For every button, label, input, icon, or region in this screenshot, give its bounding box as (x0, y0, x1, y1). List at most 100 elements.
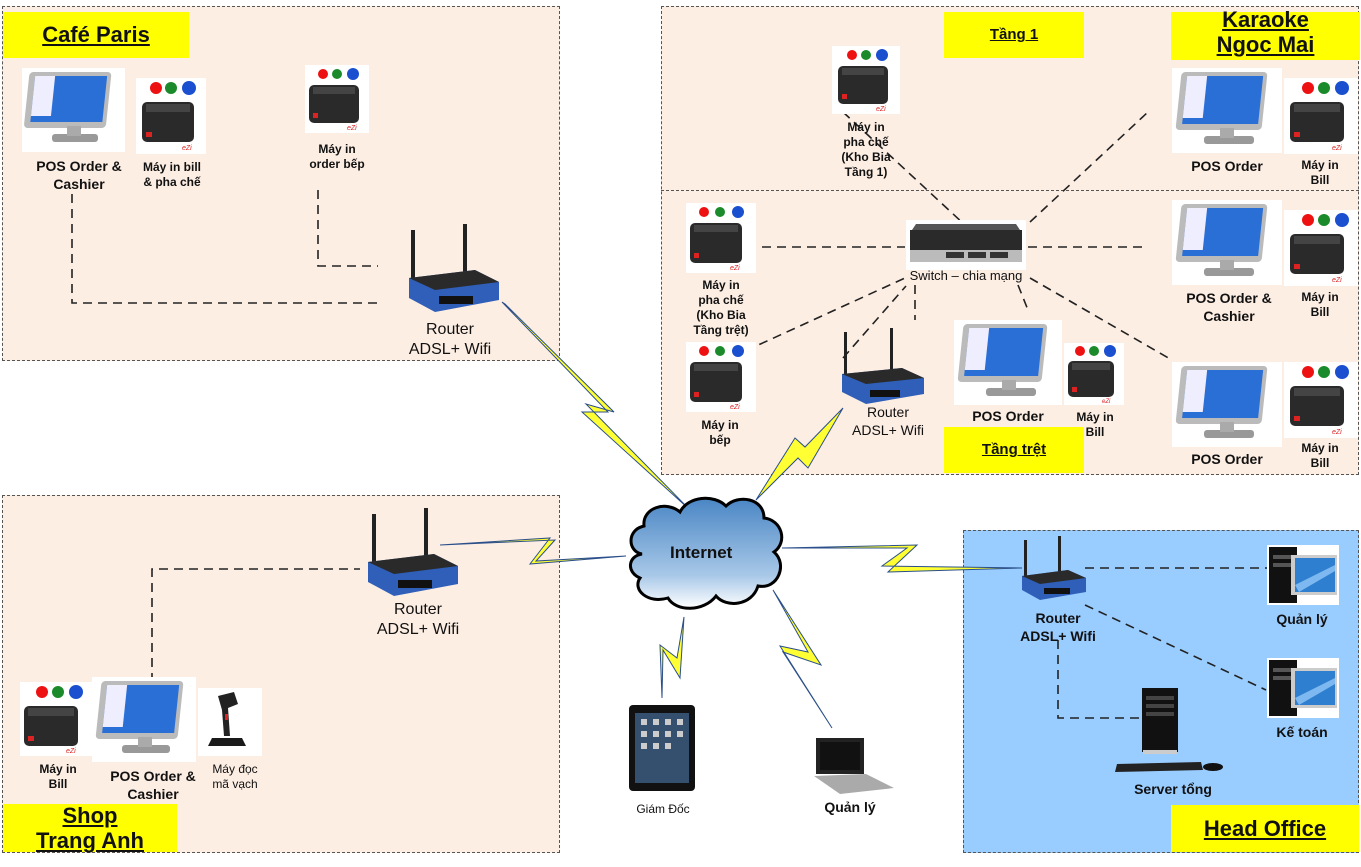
label-line: POS Order & (1186, 290, 1272, 306)
router-icon (405, 222, 503, 314)
printer-icon: eZi (1064, 343, 1124, 405)
cafe-paris-title-text: Café Paris (42, 22, 150, 48)
svg-text:eZi: eZi (66, 748, 76, 755)
printer-icon: eZi (1284, 210, 1358, 286)
printer-icon: eZi (1284, 78, 1358, 154)
svg-text:eZi: eZi (730, 265, 740, 272)
router-icon (838, 328, 928, 408)
cafe-paris-title: Café Paris (3, 12, 189, 58)
label-line: Máy in (1301, 441, 1339, 455)
label-line: (Kho Bia (696, 308, 746, 322)
label-line: Tầng trệt) (693, 323, 749, 337)
ho-manager-label: Quản lý (1276, 611, 1328, 627)
karaoke-pos-t1-label: POS Order (1191, 158, 1263, 174)
label-line: bếp (709, 433, 731, 447)
shop-title: Shop Trang Anh (3, 802, 177, 853)
label-line: Router (425, 321, 475, 338)
label-line: Máy in (847, 120, 885, 134)
ho-server-label: Server tổng (1134, 781, 1212, 797)
pos-terminal-icon (1172, 200, 1282, 285)
cafe-pos-label: POS Order &Cashier (22, 158, 136, 193)
label-line: Máy in (1076, 410, 1114, 424)
floor-1-title: Tầng 1 (944, 12, 1084, 58)
label-line: Bill (1310, 173, 1330, 187)
head-office-title-text: Head Office (1203, 815, 1327, 841)
svg-text:eZi: eZi (182, 145, 192, 152)
label-line: Cashier (53, 175, 105, 192)
label-line: POS Order & (110, 768, 196, 784)
label-line: pha chế (698, 293, 744, 307)
zone-shop-trang-anh (2, 495, 560, 853)
laptop-icon (810, 736, 896, 796)
floor-ground-title: Tầng trệt (944, 427, 1084, 473)
svg-text:eZi: eZi (1332, 277, 1342, 284)
karaoke-pos-cashier-label: POS Order &Cashier (1172, 290, 1286, 325)
pos-terminal-icon (22, 68, 125, 152)
floor-1-title-text: Tầng 1 (989, 26, 1039, 44)
label-line: Router (393, 601, 443, 618)
karaoke-title: Karaoke Ngoc Mai (1171, 7, 1360, 60)
label-line: Bill (1310, 456, 1330, 470)
label-line: order bếp (309, 157, 365, 171)
pos-terminal-icon (1172, 68, 1282, 153)
pos-terminal-icon (92, 677, 196, 762)
internet-label: Internet (670, 543, 733, 562)
karaoke-pos-center-label: POS Order (972, 408, 1044, 424)
desktop-pc-icon (1267, 545, 1339, 605)
floor-divider (661, 190, 1359, 191)
pos-terminal-icon (954, 320, 1062, 405)
label-line: Máy in (1301, 158, 1339, 172)
router-icon (360, 506, 460, 598)
svg-text:eZi: eZi (1332, 429, 1342, 436)
label-line: Máy in (701, 418, 739, 432)
shop-title-line1: Shop (62, 802, 118, 828)
label-line: Máy đọc (212, 762, 258, 776)
switch-label: Switch – chia mạng (909, 268, 1023, 283)
label-line: ADSL+ Wifi (376, 621, 460, 638)
svg-text:eZi: eZi (876, 106, 886, 113)
printer-icon: eZi (1284, 362, 1358, 438)
label-line: Cashier (1203, 307, 1255, 324)
label-line: Máy in (318, 142, 356, 156)
label-line: Router (866, 404, 910, 420)
head-office-title: Head Office (1171, 805, 1359, 852)
label-line: Bill (48, 777, 68, 791)
barcode-scanner-icon (198, 688, 262, 756)
printer-icon: eZi (832, 46, 900, 114)
label-line: & pha chế (143, 175, 201, 189)
floor-ground-title-text: Tầng trệt (981, 441, 1047, 459)
shop-pos-label: POS Order &Cashier (96, 768, 210, 803)
label-line: POS Order & (36, 158, 122, 174)
lightning-tablet (659, 616, 685, 699)
label-line: ADSL+ Wifi (852, 421, 924, 438)
label-line: Máy in bill (142, 160, 201, 174)
printer-icon: eZi (305, 65, 369, 133)
label-line: ADSL+ Wifi (1020, 627, 1096, 644)
label-line: Bill (1085, 425, 1105, 439)
laptop-label: Quản lý (824, 799, 876, 815)
printer-icon: eZi (20, 682, 92, 756)
label-line: Máy in (702, 278, 740, 292)
label-line: (Kho Bia (841, 150, 891, 164)
pos-terminal-icon (1172, 362, 1282, 447)
karaoke-pos-right-label: POS Order (1191, 451, 1263, 467)
desktop-pc-icon (1267, 658, 1339, 718)
label-line: mã vạch (212, 777, 258, 791)
router-icon (1018, 536, 1090, 604)
printer-icon: eZi (686, 203, 756, 273)
internet-cloud-icon (622, 490, 790, 618)
label-line: Router (1035, 610, 1081, 626)
svg-text:eZi: eZi (1332, 145, 1342, 152)
karaoke-title-line1: Karaoke (1222, 6, 1309, 32)
shop-title-line2: Trang Anh (36, 828, 144, 853)
